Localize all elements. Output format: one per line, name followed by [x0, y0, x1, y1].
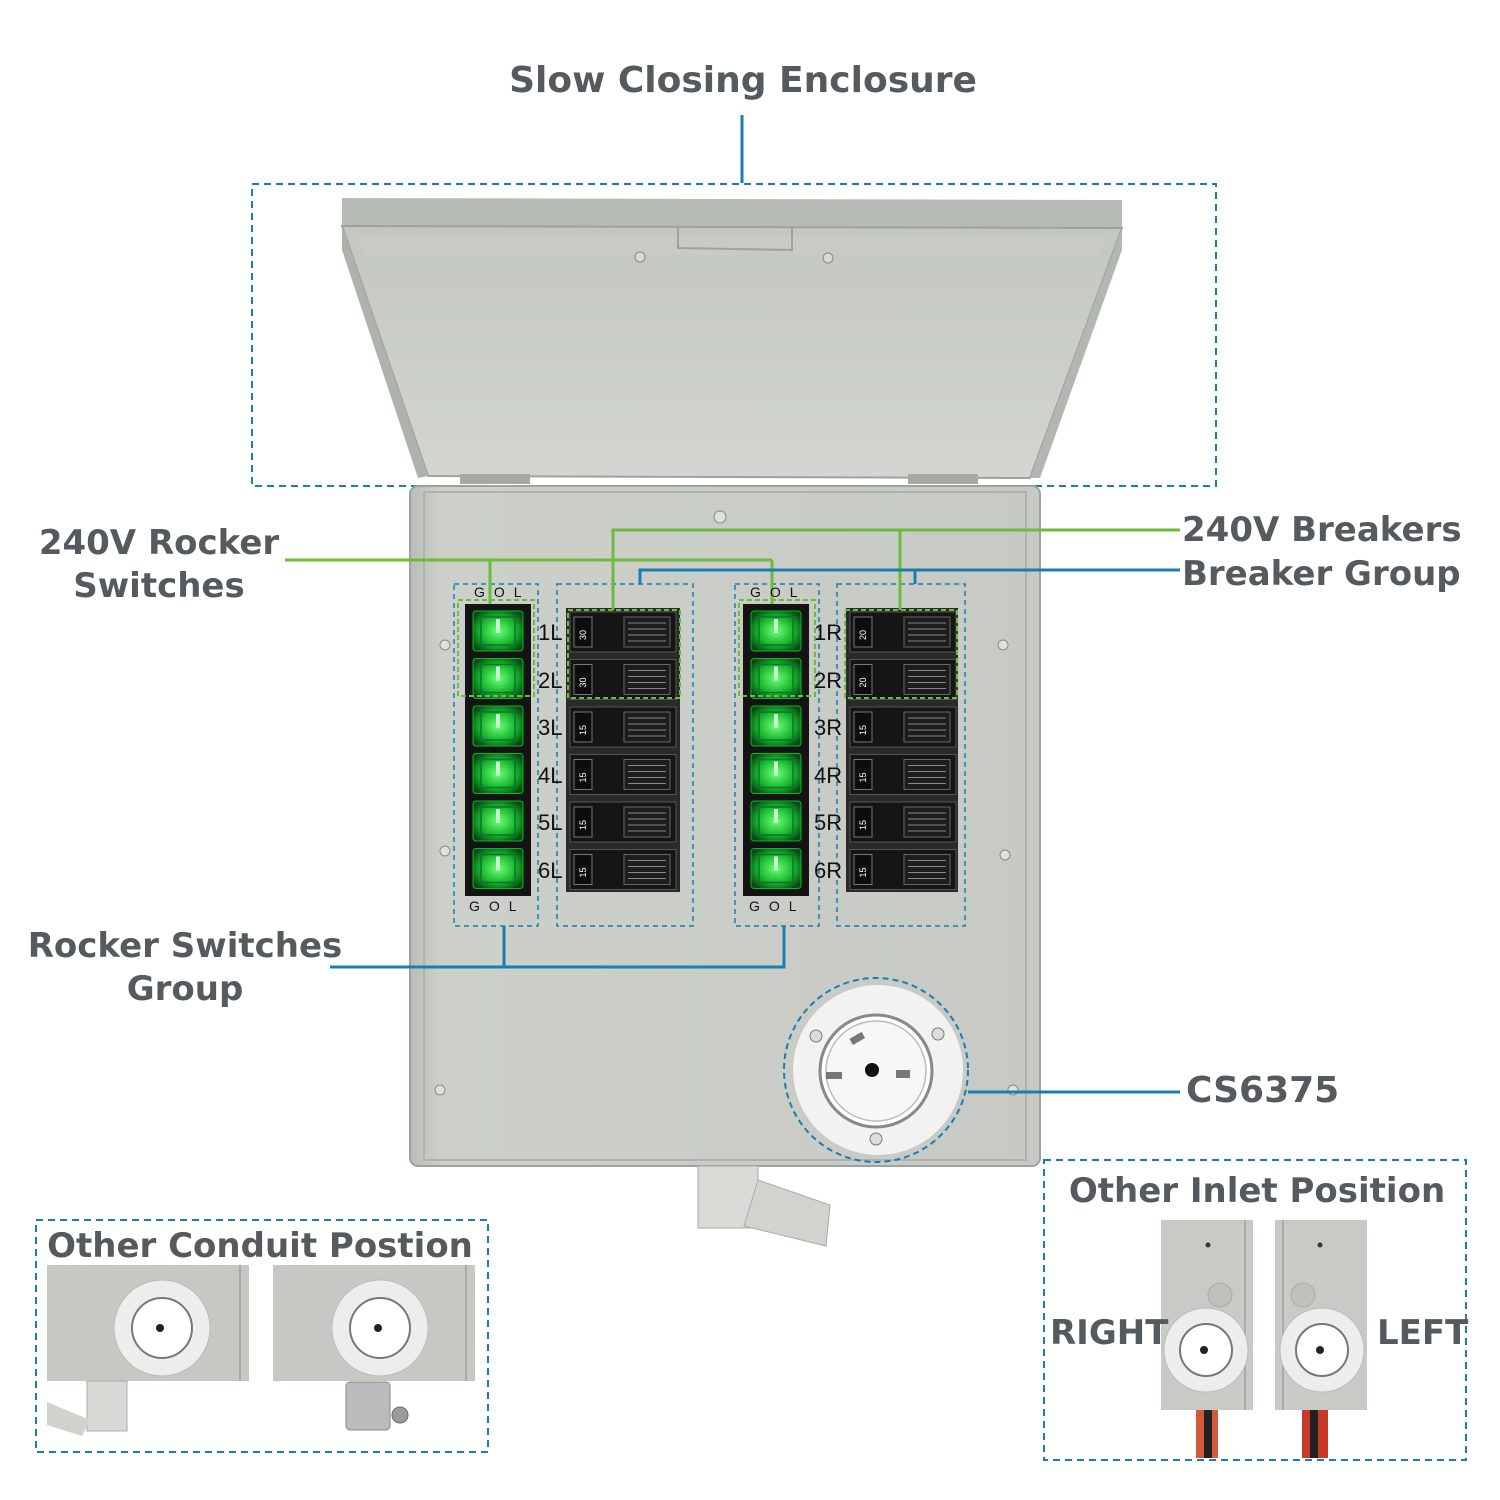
- inlet-right-label: RIGHT: [1050, 1313, 1169, 1353]
- left-breaker-amp-2: 30: [578, 677, 588, 687]
- left-slot-label-4: 4L: [538, 762, 563, 788]
- enclosure-lid: [340, 198, 1124, 484]
- left-breaker-amp-3: 15: [578, 725, 588, 735]
- inlet-model-label: CS6375: [1186, 1070, 1340, 1111]
- left-breaker-amp-4: 15: [578, 772, 588, 782]
- power-inlet-cs6375: [783, 977, 969, 1163]
- right-slot-label-5: 5R: [814, 810, 843, 835]
- inlet-left-label: LEFT: [1377, 1313, 1469, 1353]
- left-slot-label-1: 1L: [538, 620, 563, 645]
- left-slot-label-2: 2L: [538, 667, 563, 693]
- inlet-panel-title: Other Inlet Position: [1068, 1171, 1446, 1211]
- left-slot-label-5: 5L: [538, 810, 563, 835]
- left-slot-label-6: 6L: [538, 857, 563, 883]
- right-breaker-amp-3: 15: [858, 725, 868, 735]
- right-gol-header-bottom: GOL: [749, 898, 806, 914]
- right-breaker-amp-5: 15: [858, 820, 868, 830]
- left-breaker-amp-5: 15: [578, 820, 588, 830]
- right-breaker-amp-1: 20: [858, 630, 868, 640]
- right-breaker-panel: 20 20 15 15 15 15: [846, 608, 958, 892]
- right-slot-label-6: 6R: [814, 857, 843, 883]
- right-breaker-amp-6: 15: [858, 867, 868, 877]
- left-rocker-strip: [465, 604, 531, 896]
- left-breaker-amp-1: 30: [578, 630, 588, 640]
- left-gol-header-top: GOL: [474, 584, 531, 600]
- left-slot-label-3: 3L: [538, 715, 563, 740]
- conduit-panel-title: Other Conduit Postion: [47, 1226, 473, 1266]
- left-breaker-panel: 30 30 15 15 15 15: [566, 608, 680, 892]
- right-slot-label-4: 4R: [814, 762, 843, 788]
- rocker-group-label: Rocker Switches Group: [27, 926, 343, 1009]
- right-rocker-strip: [743, 604, 809, 896]
- left-gol-header-bottom: GOL: [469, 898, 526, 914]
- inlet-position-panel: [1043, 1159, 1467, 1461]
- right-gol-header-top: GOL: [750, 584, 807, 600]
- conduit-position-panel: [35, 1219, 489, 1453]
- right-slot-label-2: 2R: [814, 667, 843, 693]
- right-breaker-amp-2: 20: [858, 677, 868, 687]
- diagram-title: Slow Closing Enclosure: [509, 60, 977, 101]
- breakers-240v-label: 240V Breakers: [1182, 510, 1462, 550]
- right-slot-label-1: 1R: [814, 620, 843, 645]
- breaker-group-label: Breaker Group: [1182, 554, 1461, 594]
- lid-callout-box: [251, 183, 1217, 487]
- left-breaker-amp-6: 15: [578, 867, 588, 877]
- right-slot-label-3: 3R: [814, 715, 843, 740]
- right-breaker-amp-4: 15: [858, 772, 868, 782]
- rocker-switches-label: 240V Rocker Switches: [38, 523, 280, 606]
